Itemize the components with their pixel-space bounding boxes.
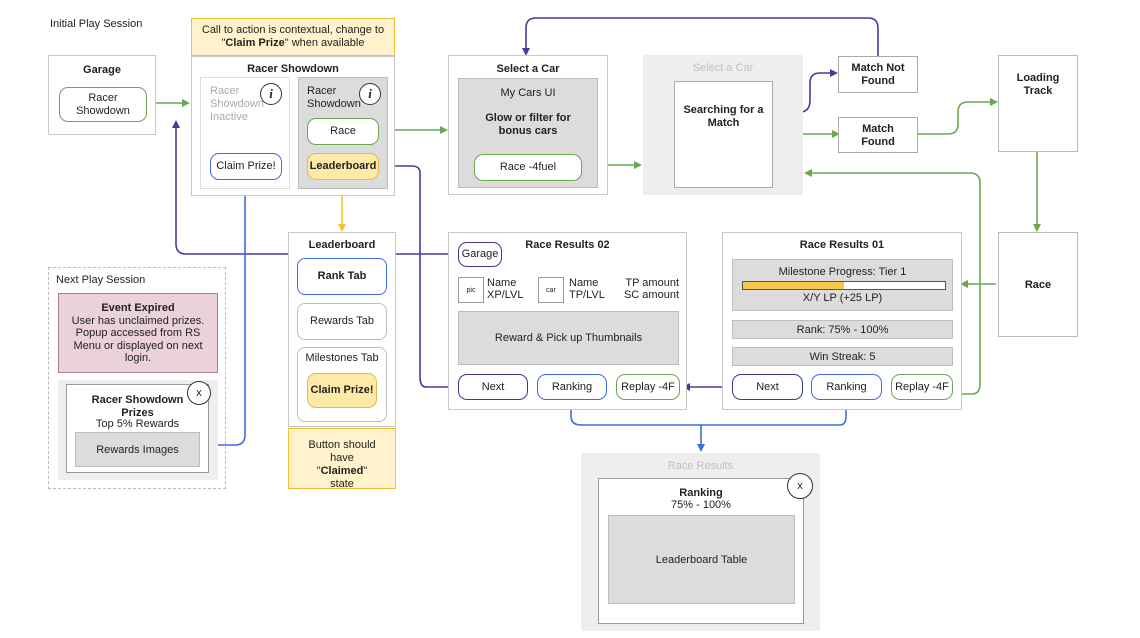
player-xp: XP/LVL (487, 289, 524, 301)
race-results-popup-title: Race Results (667, 460, 734, 472)
rank-row: Rank: 75% - 100% (732, 320, 953, 339)
results02-next-button[interactable]: Next (458, 374, 528, 400)
inactive-panel-label: Racer Showdown Inactive (210, 85, 264, 123)
race-results-popup-frame: Race Results Ranking 75% - 100% x Leader… (581, 453, 820, 631)
event-expired-box: Event Expired User has unclaimed prizes.… (58, 293, 218, 373)
tab-milestones-label: Milestones Tab (305, 352, 379, 364)
select-car-title: Select a Car (496, 63, 560, 75)
leaderboard-table: Leaderboard Table (608, 515, 795, 604)
info-icon-active[interactable]: i (359, 83, 381, 105)
race-results-02-screen: Race Results 02 Garage pic Name XP/LVL c… (448, 232, 687, 410)
matchmaking-screen: Select a Car Searching for a Match (643, 55, 803, 195)
tp-amount: TP amount (625, 277, 679, 289)
milestone-progress-bar (742, 281, 946, 290)
garage-screen: Garage Racer Showdown (48, 55, 156, 135)
next-session-label: Next Play Session (56, 274, 146, 286)
ranking-label: Ranking (679, 487, 723, 499)
cta-note: Call to action is contextual, change to … (191, 18, 395, 56)
arrow-garage-to-garage-screen (172, 120, 458, 255)
racer-showdown-screen: Racer Showdown Racer Showdown Inactive i… (191, 56, 395, 196)
lp-label: X/Y LP (+25 LP) (802, 292, 883, 304)
prize-popup-title: Racer Showdown Prizes (91, 394, 184, 419)
reward-thumbnails: Reward & Pick up Thumbnails (458, 311, 679, 365)
player-name: Name (487, 277, 517, 289)
cta-note-line2: "Claim Prize" when available (221, 37, 365, 49)
loading-track-label: Loading Track (1016, 72, 1060, 97)
race-button[interactable]: Race (307, 118, 379, 145)
event-expired-title: Event Expired (101, 302, 175, 314)
cta-note-bold: Claim Prize (225, 37, 285, 49)
leaderboard-title: Leaderboard (308, 239, 376, 251)
garage-title: Garage (83, 64, 121, 76)
top-rewards-label: Top 5% Rewards (95, 418, 180, 430)
arrow-results02-next-to-showdown (380, 162, 457, 388)
match-not-found-label: Match Not Found (851, 62, 905, 87)
racer-showdown-title: Racer Showdown (247, 63, 339, 75)
sc-amount: SC amount (623, 289, 679, 301)
inactive-panel: Racer Showdown Inactive i Claim Prize! (200, 77, 290, 189)
select-car-screen: Select a Car My Cars UI Glow or filter f… (448, 55, 608, 195)
race-fuel-button[interactable]: Race -4fuel (474, 154, 582, 181)
milestone-label: Milestone Progress: Tier 1 (778, 266, 907, 278)
tab-rewards[interactable]: Rewards Tab (297, 303, 387, 340)
info-icon-inactive[interactable]: i (260, 83, 282, 105)
results01-ranking-button[interactable]: Ranking (811, 374, 882, 400)
results01-replay-button[interactable]: Replay -4F (891, 374, 953, 400)
arrow-replay-to-search (804, 169, 981, 395)
glow-filter-label: Glow or filter for bonus cars (485, 112, 571, 137)
leaderboard-screen: Leaderboard Rank Tab Rewards Tab Milesto… (288, 232, 396, 427)
tab-rank[interactable]: Rank Tab (297, 258, 387, 295)
tab-milestones[interactable]: Milestones Tab Claim Prize! (297, 347, 387, 422)
race-screen: Race (998, 232, 1078, 337)
ranking-range: 75% - 100% (671, 499, 731, 511)
claimed-state-note: Button should have "Claimed" state (288, 428, 396, 490)
active-panel: Racer Showdown i Race Leaderboard (298, 77, 388, 189)
results01-next-button[interactable]: Next (732, 374, 803, 400)
active-panel-label: Racer Showdown (307, 85, 361, 110)
claimed-bold: Claimed (320, 465, 364, 477)
milestone-claim-prize-button[interactable]: Claim Prize! (307, 373, 377, 408)
race-results-01-screen: Race Results 01 Milestone Progress: Tier… (722, 232, 962, 410)
car-tp: TP/LVL (569, 289, 605, 301)
match-found-screen: Match Found (838, 117, 918, 153)
race-label: Race (1024, 279, 1052, 291)
close-icon[interactable]: x (187, 381, 211, 405)
rewards-images: Rewards Images (75, 432, 200, 467)
car-name: Name (569, 277, 599, 289)
prize-popup-frame: Racer Showdown Prizes Top 5% Rewards x R… (58, 380, 218, 480)
claim-prize-button[interactable]: Claim Prize! (210, 153, 282, 180)
searching-panel: Searching for a Match (674, 81, 773, 188)
results02-title: Race Results 02 (525, 239, 610, 251)
cta-note-line1: Call to action is contextual, change to (201, 24, 385, 36)
racer-showdown-button[interactable]: Racer Showdown (59, 87, 147, 122)
arrow-search-to-not-found (772, 69, 838, 113)
player-pic-icon: pic (458, 277, 484, 303)
my-cars-panel: My Cars UI Glow or filter for bonus cars… (458, 78, 598, 188)
loading-track-screen: Loading Track (998, 55, 1078, 152)
arrow-claim-to-prize-popup (210, 180, 246, 449)
matchmaking-title: Select a Car (692, 62, 754, 74)
race-results-popup: Ranking 75% - 100% x Leaderboard Table (598, 473, 813, 624)
close-icon[interactable]: x (787, 473, 813, 499)
searching-label: Searching for a Match (683, 104, 764, 129)
results02-replay-button[interactable]: Replay -4F (616, 374, 680, 400)
leaderboard-button[interactable]: Leaderboard (307, 153, 379, 180)
milestone-panel: Milestone Progress: Tier 1 X/Y LP (+25 L… (732, 259, 953, 311)
results02-garage-button[interactable]: Garage (458, 242, 502, 267)
my-cars-label: My Cars UI (500, 87, 556, 99)
match-found-label: Match Found (861, 123, 895, 148)
match-not-found-screen: Match Not Found (838, 56, 918, 93)
results01-title: Race Results 01 (799, 239, 885, 251)
next-session-screen: Next Play Session Event Expired User has… (48, 267, 226, 489)
car-pic-icon: car (538, 277, 564, 303)
arrow-ranking-to-results-popup (570, 401, 847, 450)
initial-session-label: Initial Play Session (50, 18, 143, 30)
arrow-not-found-to-select-car (522, 17, 879, 56)
event-expired-body: User has unclaimed prizes. Popup accesse… (71, 314, 205, 365)
prize-popup: Racer Showdown Prizes Top 5% Rewards x R… (66, 381, 211, 473)
results02-ranking-button[interactable]: Ranking (537, 374, 607, 400)
arrow-found-to-loading (918, 98, 998, 135)
win-streak-row: Win Streak: 5 (732, 347, 953, 366)
milestone-progress-fill (743, 282, 844, 289)
